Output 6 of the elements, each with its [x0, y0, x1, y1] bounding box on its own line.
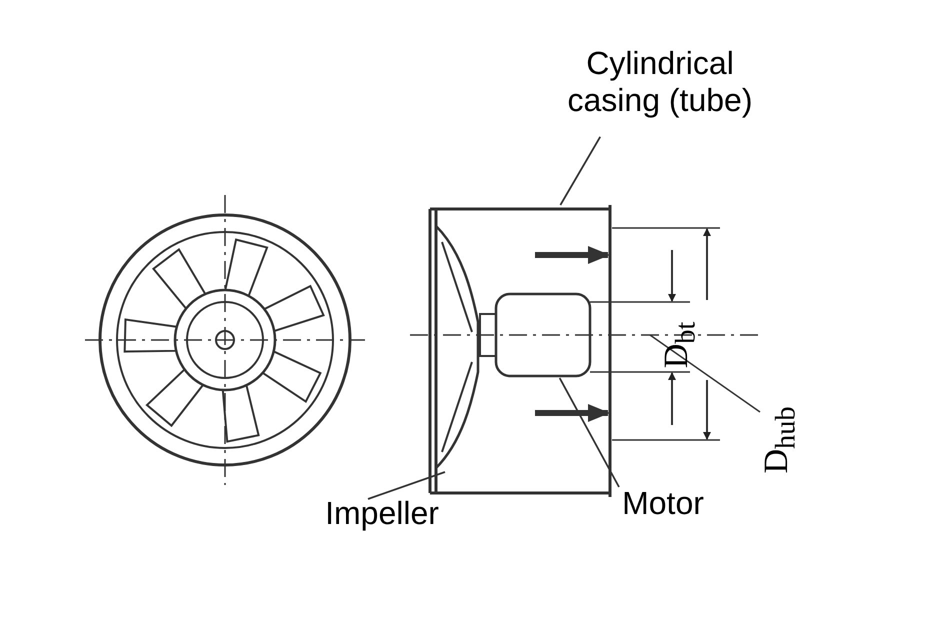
part-label: Motor — [621, 485, 705, 522]
leader-line — [560, 136, 601, 206]
part-label: Impeller — [324, 495, 440, 532]
part-label: Cylindrical casing (tube) — [566, 45, 754, 119]
leader-line — [368, 471, 446, 500]
leader-line — [558, 378, 620, 488]
